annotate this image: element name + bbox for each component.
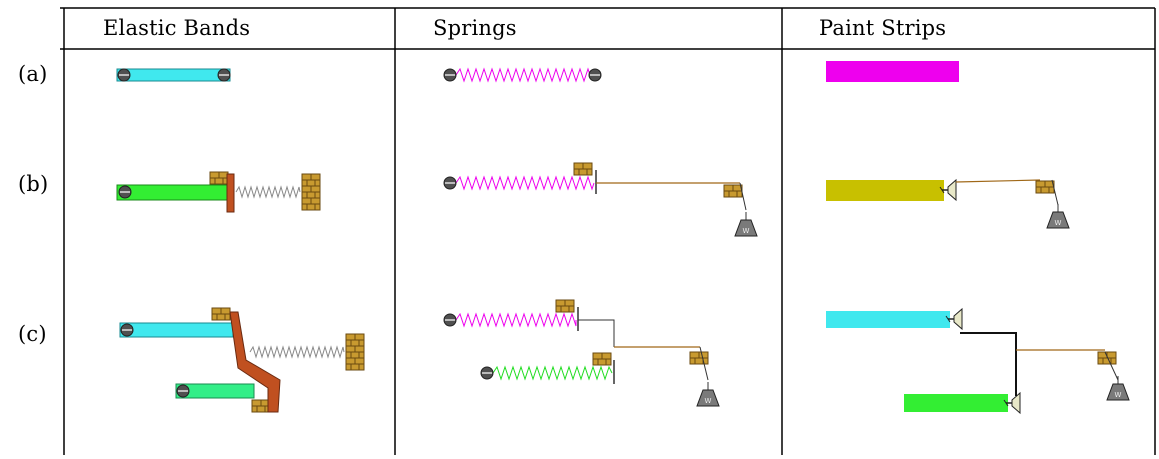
brick-wall-icon (555, 299, 575, 313)
spring-a (443, 67, 602, 83)
weight-icon (1106, 375, 1130, 401)
weight-icon (1046, 203, 1070, 229)
spring-coil-icon (455, 312, 577, 328)
brick-wall-icon (251, 399, 271, 413)
spring-b (443, 162, 758, 237)
fixed-pin-icon (443, 313, 457, 327)
brick-wall-icon (345, 357, 365, 371)
spring-coil-icon (492, 365, 613, 381)
brick-wall-icon (573, 162, 593, 176)
brick-wall-icon (301, 173, 321, 187)
row-label-b: (b) (18, 172, 49, 196)
spring-coil-icon (455, 175, 595, 191)
clamp-plate-icon (226, 173, 235, 213)
brick-wall-icon (209, 171, 229, 185)
weight-icon (696, 381, 720, 407)
paint-strip-a (826, 61, 959, 82)
brick-wall-icon (723, 184, 743, 198)
brick-wall-icon (301, 185, 321, 199)
clamp-plate-icon (229, 311, 281, 413)
spring-coil-icon (235, 185, 301, 199)
brick-wall-icon (301, 197, 321, 211)
fixed-pin-icon (117, 68, 131, 82)
row-label-a: (a) (18, 62, 48, 86)
fixed-pin-icon (120, 323, 134, 337)
brick-wall-icon (211, 307, 231, 321)
brick-wall-icon (1097, 351, 1117, 365)
fixed-pin-icon (176, 384, 190, 398)
fixed-pin-icon (480, 366, 494, 380)
elastic-band-b (116, 171, 321, 213)
column-header-springs: Springs (433, 16, 517, 40)
column-header-paint-strips: Paint Strips (819, 16, 947, 40)
brick-wall-icon (689, 351, 709, 365)
row-label-c: (c) (18, 322, 47, 346)
elastic-band-c (119, 307, 365, 413)
column-header-elastic-bands: Elastic Bands (103, 16, 251, 40)
paint-strip-c (826, 308, 1130, 414)
fixed-pin-icon (217, 68, 231, 82)
spring-c (443, 299, 720, 407)
brick-wall-icon (1035, 180, 1055, 194)
brick-wall-icon (345, 333, 365, 347)
fixed-pin-icon (588, 68, 602, 82)
weight-icon (734, 211, 758, 237)
elastic-band-a (116, 68, 231, 82)
spring-coil-icon (249, 345, 345, 359)
table-grid (60, 7, 1156, 455)
spring-coil-icon (455, 67, 591, 83)
brick-wall-icon (345, 345, 365, 359)
fixed-pin-icon (443, 176, 457, 190)
fixed-pin-icon (118, 185, 132, 199)
paint-strip-b (826, 179, 1070, 229)
brick-wall-icon (592, 352, 612, 366)
fixed-pin-icon (443, 68, 457, 82)
